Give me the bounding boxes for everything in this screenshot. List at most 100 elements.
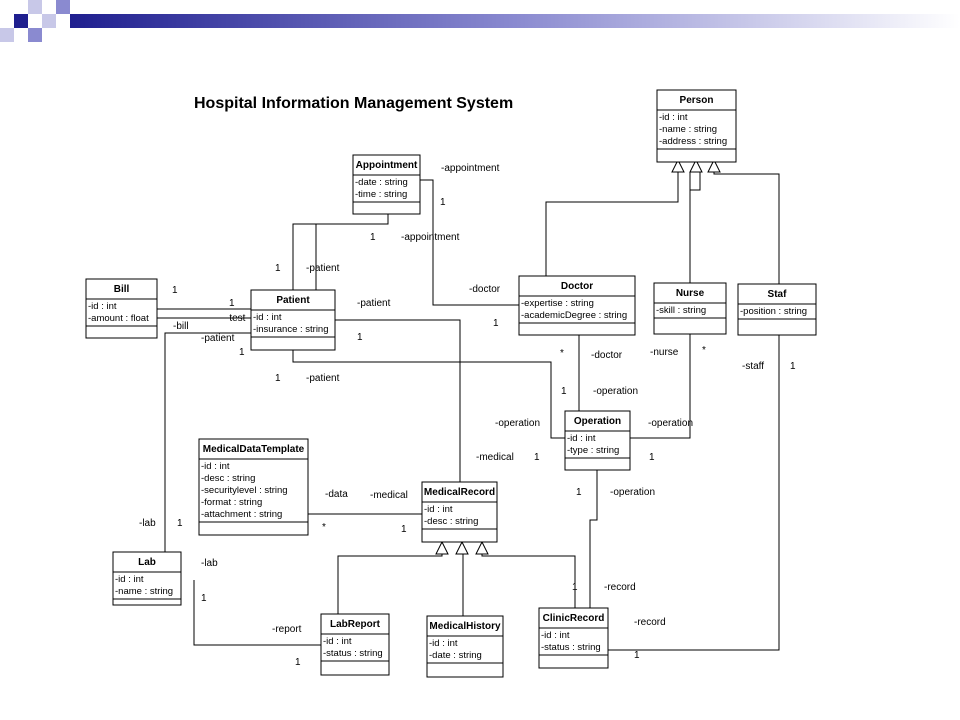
class-attribute: -id : int xyxy=(253,312,282,323)
class-name-medicalrecord: MedicalRecord xyxy=(424,487,495,498)
class-patient: Patient -id : int-insurance : string xyxy=(250,289,336,351)
class-bill: Bill-id : int-amount : float xyxy=(85,278,158,339)
class-attribute: -format : string xyxy=(201,497,262,508)
multiplicity-label: 1 xyxy=(370,232,376,243)
class-attribute: -skill : string xyxy=(656,305,706,316)
class-medicaldatatemplate: MedicalDataTemplate -id : int-desc : stri… xyxy=(198,438,309,536)
class-name-medicaldatatemplate: MedicalDataTemplate xyxy=(203,444,305,455)
class-staf: Staf -position : string xyxy=(737,283,817,336)
role-label: -lab xyxy=(139,518,156,529)
class-nurse: Nurse-skill : string xyxy=(653,282,727,335)
multiplicity-label: 1 xyxy=(572,582,578,593)
multiplicity-label: 1 xyxy=(172,285,178,296)
class-name-bill: Bill xyxy=(114,284,130,295)
role-label: -patient xyxy=(306,263,340,274)
role-label: -staff xyxy=(742,361,764,372)
role-label: -appointment xyxy=(401,232,460,243)
class-name-lab: Lab xyxy=(138,557,156,568)
multiplicity-label: 1 xyxy=(534,452,540,463)
multiplicity-label: 1 xyxy=(790,361,796,372)
multiplicity-label: 1 xyxy=(561,386,567,397)
class-attribute: -attachment : string xyxy=(201,509,282,520)
role-label: -nurse xyxy=(650,347,679,358)
class-attribute: -id : int xyxy=(424,504,453,515)
class-operation: Operation -id : int-type : string xyxy=(564,410,631,471)
multiplicity-label: 1 xyxy=(649,452,655,463)
role-label: -operation xyxy=(495,418,540,429)
role-label: -record xyxy=(634,617,666,628)
class-name-operation: Operation xyxy=(574,416,621,427)
role-label: -medical xyxy=(370,490,408,501)
class-attribute: -position : string xyxy=(740,306,807,317)
class-name-doctor: Doctor xyxy=(561,281,593,292)
role-label: -operation xyxy=(610,487,655,498)
class-attribute: -id : int xyxy=(541,630,570,641)
decor-square-light xyxy=(28,0,42,14)
multiplicity-label: 1 xyxy=(493,318,499,329)
role-label: -lab xyxy=(201,558,218,569)
role-label: -test xyxy=(226,313,246,324)
multiplicity-label: * xyxy=(560,348,564,359)
class-person: Person-id : int-name : string-address : … xyxy=(656,89,737,163)
class-attribute: -type : string xyxy=(567,445,619,456)
class-attribute: -id : int xyxy=(323,636,352,647)
class-attribute: -securitylevel : string xyxy=(201,485,288,496)
classes-layer: Person-id : int-name : string-address : … xyxy=(85,89,817,678)
class-attribute: -date : string xyxy=(355,177,408,188)
diagram-title: Hospital Information Management System xyxy=(194,95,513,112)
class-name-appointment: Appointment xyxy=(356,160,418,171)
decor-square-mid xyxy=(28,28,42,42)
class-name-medicalhistory: MedicalHistory xyxy=(429,621,501,632)
multiplicity-label: 1 xyxy=(357,332,363,343)
generalization-arrows xyxy=(435,158,721,555)
role-label: -bill xyxy=(173,321,189,332)
class-attribute: -id : int xyxy=(567,433,596,444)
class-attribute: -name : string xyxy=(659,124,717,135)
multiplicity-label: 1 xyxy=(275,263,281,274)
class-lab: Lab -id : int-name : string xyxy=(112,551,182,606)
class-medicalrecord: MedicalRecord -id : int-desc : string xyxy=(421,481,498,543)
class-attribute: -status : string xyxy=(323,648,383,659)
class-attribute: -amount : float xyxy=(88,313,149,324)
class-attribute: -expertise : string xyxy=(521,298,594,309)
class-appointment: Appointment -date : string-time : string xyxy=(352,154,421,215)
role-label: -appointment xyxy=(441,163,500,174)
class-attribute: -id : int xyxy=(201,461,230,472)
class-name-patient: Patient xyxy=(276,295,310,306)
decor-square-mid2 xyxy=(56,0,70,14)
role-label: -doctor xyxy=(469,284,501,295)
multiplicity-label: 1 xyxy=(177,518,183,529)
role-label: -medical xyxy=(476,452,514,463)
class-attribute: -academicDegree : string xyxy=(521,310,627,321)
multiplicity-label: 1 xyxy=(229,298,235,309)
class-medicalhistory: MedicalHistory-id : int-date : string xyxy=(426,615,504,678)
multiplicity-label: 1 xyxy=(275,373,281,384)
role-label: -patient xyxy=(306,373,340,384)
multiplicity-label: 1 xyxy=(201,593,207,604)
role-label: -patient xyxy=(357,298,391,309)
class-name-labreport: LabReport xyxy=(330,619,381,630)
multiplicity-label: 1 xyxy=(634,650,640,661)
role-label: -data xyxy=(325,489,348,500)
class-name-clinicrecord: ClinicRecord xyxy=(543,613,605,624)
class-attribute: -id : int xyxy=(429,638,458,649)
class-clinicrecord: ClinicRecord-id : int-status : string xyxy=(538,607,609,669)
class-attribute: -time : string xyxy=(355,189,407,200)
role-label: -operation xyxy=(648,418,693,429)
multiplicity-label: 1 xyxy=(295,657,301,668)
role-label: -doctor xyxy=(591,350,623,361)
class-attribute: -insurance : string xyxy=(253,324,329,335)
multiplicity-label: * xyxy=(702,345,706,356)
class-name-staf: Staf xyxy=(768,289,788,300)
class-name-person: Person xyxy=(680,95,714,106)
class-attribute: -name : string xyxy=(115,586,173,597)
class-attribute: -id : int xyxy=(115,574,144,585)
multiplicity-label: 1 xyxy=(401,524,407,535)
class-attribute: -id : int xyxy=(659,112,688,123)
class-attribute: -desc : string xyxy=(201,473,255,484)
class-attribute: -desc : string xyxy=(424,516,478,527)
multiplicity-label: * xyxy=(322,522,326,533)
decor-gradient-bar xyxy=(70,14,960,28)
association-labels: -appointment 1 1 -appointment 1 -patient 1 1 -te… xyxy=(139,163,796,668)
